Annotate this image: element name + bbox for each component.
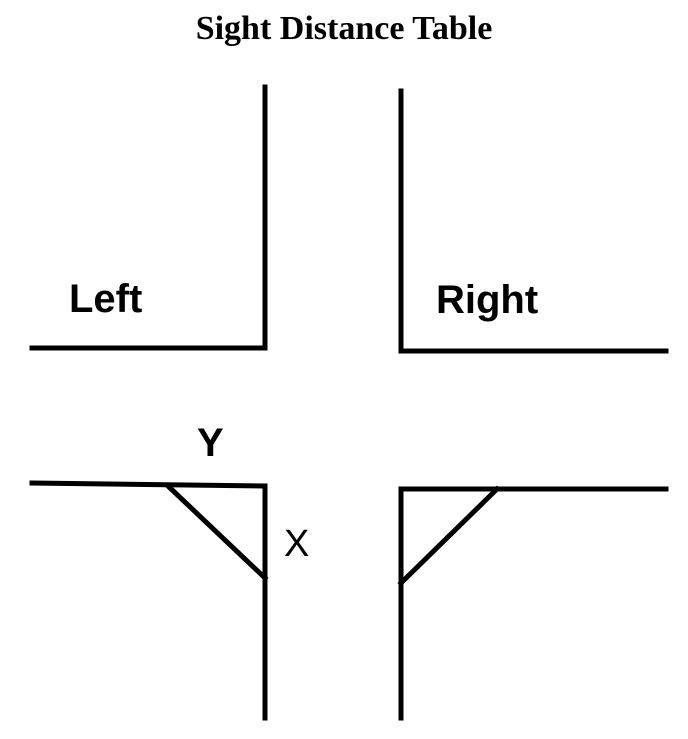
sight-triangle-right [397,485,501,587]
label-right: Right [436,278,538,322]
sight-triangle-left [164,482,269,582]
curb-top-left [29,84,268,351]
label-left: Left [69,277,142,321]
curb-bottom-left [29,480,268,721]
curb-top-right [398,88,669,354]
curb-bottom-right [398,486,669,721]
label-y: Y [197,421,224,465]
page-title: Sight Distance Table [195,10,493,47]
label-x: X [284,523,309,565]
